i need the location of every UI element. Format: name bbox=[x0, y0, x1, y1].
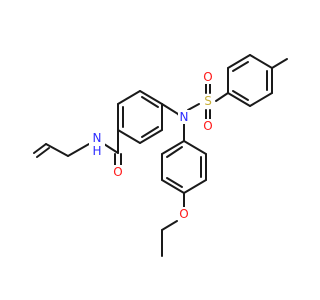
ring3-bond-1 bbox=[183, 140, 207, 155]
bond-ether-o-ch2 bbox=[161, 220, 178, 231]
bond-allyl-c1-c2-double bbox=[36, 147, 50, 158]
bond-allyl-c3-n bbox=[67, 143, 90, 157]
ethoxyphenyl-ring bbox=[161, 140, 207, 194]
ring1-bond-2 bbox=[117, 90, 141, 105]
ring3-bond-4 bbox=[161, 179, 185, 194]
ring1-bond-6 bbox=[117, 129, 141, 144]
sulfonyl-group bbox=[205, 82, 229, 121]
bond-s-tolyl bbox=[215, 92, 229, 102]
tolyl-ring bbox=[227, 54, 288, 107]
ring3-bond-3 bbox=[183, 179, 207, 194]
atom-sulfur: S bbox=[202, 94, 214, 108]
ring3-double-2 bbox=[166, 177, 183, 188]
atom-sulfonyl-o-bottom: O bbox=[202, 119, 214, 133]
ether-o-label: O bbox=[179, 207, 188, 221]
atom-ether-o: O bbox=[178, 207, 190, 221]
amide-n-label: N bbox=[93, 131, 102, 145]
molecule-diagram: N H O N S O O O bbox=[33, 54, 288, 257]
sulfur-label: S bbox=[204, 94, 212, 108]
atom-amide-o: O bbox=[112, 165, 124, 179]
ring1-bond-3 bbox=[139, 90, 163, 105]
ring3-double-3 bbox=[166, 146, 183, 158]
amide-group bbox=[103, 129, 122, 168]
ring2-bond-5 bbox=[249, 92, 273, 107]
ring1-double-3 bbox=[141, 126, 159, 138]
bond-allyl-c1-c2 bbox=[33, 143, 47, 154]
ring2-bond-2 bbox=[227, 54, 251, 69]
amide-o-label: O bbox=[113, 165, 122, 179]
bond-n-carbonyl bbox=[103, 143, 119, 154]
bond-n-s bbox=[187, 103, 200, 111]
ring2-double-3 bbox=[232, 90, 249, 101]
ring1-bond-5 bbox=[139, 129, 163, 144]
atom-amide-nh: N H bbox=[89, 131, 105, 158]
ring2-bond-6 bbox=[227, 92, 251, 107]
allyl-group bbox=[33, 143, 90, 158]
atom-sulfonamide-n: N bbox=[178, 110, 190, 124]
ring2-double-1 bbox=[232, 61, 249, 72]
bond-ring-ch2 bbox=[161, 103, 179, 115]
ring2-bond-3 bbox=[249, 54, 273, 69]
bond-allyl-c2-c3 bbox=[45, 143, 69, 157]
sulfonyl-o-bottom-label: O bbox=[203, 119, 212, 133]
atom-sulfonyl-o-top: O bbox=[202, 70, 214, 84]
sulfonamide-n-label: N bbox=[180, 110, 189, 124]
ring3-bond-6 bbox=[161, 140, 185, 155]
bond-tolyl-methyl bbox=[271, 58, 288, 69]
benzamide-ring bbox=[117, 90, 163, 144]
ring1-double-2 bbox=[141, 96, 159, 108]
sulfonyl-o-top-label: O bbox=[203, 70, 212, 84]
amide-h-label: H bbox=[92, 144, 101, 158]
molecule-structure: N H O N S O O O bbox=[33, 54, 288, 257]
